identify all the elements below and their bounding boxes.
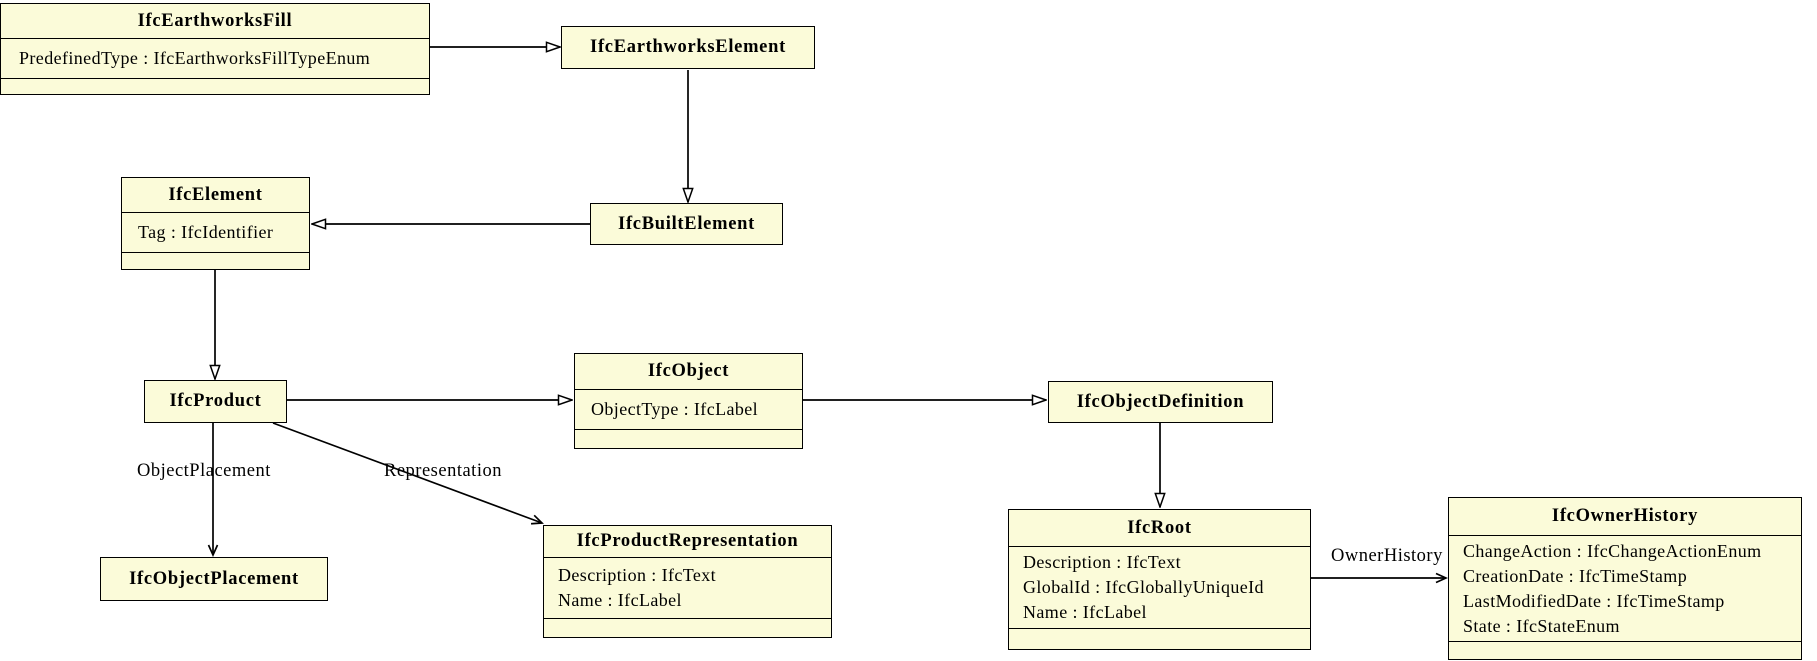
class-ifcearthworkselement: IfcEarthworksElement <box>561 26 815 69</box>
class-title: IfcObjectPlacement <box>129 568 299 589</box>
class-title: IfcRoot <box>1127 517 1192 538</box>
class-ifcproductrepresentation: IfcProductRepresentation Description : I… <box>543 525 832 638</box>
class-title: IfcProductRepresentation <box>576 531 799 551</box>
class-title: IfcElement <box>168 184 263 205</box>
class-attributes: PredefinedType : IfcEarthworksFillTypeEn… <box>1 38 429 78</box>
class-empty-compartment <box>1 78 429 94</box>
class-attributes: Description : IfcText GlobalId : IfcGlob… <box>1009 546 1310 628</box>
class-ifcobjectdefinition: IfcObjectDefinition <box>1048 381 1273 423</box>
edge-label-ownerhistory: OwnerHistory <box>1331 546 1443 566</box>
class-title: IfcEarthworksFill <box>137 10 293 31</box>
attribute: Name : IfcLabel <box>558 590 682 610</box>
class-ifcelement: IfcElement Tag : IfcIdentifier <box>121 177 310 270</box>
class-ifcobject: IfcObject ObjectType : IfcLabel <box>574 353 803 449</box>
class-ifcbuiltelement: IfcBuiltElement <box>590 203 783 245</box>
attribute: ObjectType : IfcLabel <box>591 399 759 419</box>
class-attributes: Description : IfcText Name : IfcLabel <box>544 557 831 618</box>
class-ifcownerhistory: IfcOwnerHistory ChangeAction : IfcChange… <box>1448 497 1802 660</box>
class-ifcobjectplacement: IfcObjectPlacement <box>100 557 328 601</box>
edge-label-representation: Representation <box>384 461 502 481</box>
class-empty-compartment <box>1009 628 1310 649</box>
class-ifcearthworksfill: IfcEarthworksFill PredefinedType : IfcEa… <box>0 3 430 95</box>
class-empty-compartment <box>544 618 831 637</box>
class-title: IfcObjectDefinition <box>1076 391 1245 412</box>
attribute: PredefinedType : IfcEarthworksFillTypeEn… <box>19 48 371 68</box>
attribute: Tag : IfcIdentifier <box>138 222 274 242</box>
class-title: IfcProduct <box>169 391 262 411</box>
class-title: IfcOwnerHistory <box>1551 506 1699 526</box>
attribute: LastModifiedDate : IfcTimeStamp <box>1463 591 1725 611</box>
attribute: GlobalId : IfcGloballyUniqueId <box>1023 577 1264 597</box>
class-empty-compartment <box>122 252 309 269</box>
attribute: Description : IfcText <box>1023 552 1182 572</box>
class-attributes: ChangeAction : IfcChangeActionEnum Creat… <box>1449 535 1801 641</box>
edge-label-objectplacement: ObjectPlacement <box>137 461 271 481</box>
attribute: State : IfcStateEnum <box>1463 616 1620 636</box>
class-ifcproduct: IfcProduct <box>144 380 287 423</box>
class-ifcroot: IfcRoot Description : IfcText GlobalId :… <box>1008 509 1311 650</box>
class-attributes: Tag : IfcIdentifier <box>122 212 309 252</box>
class-empty-compartment <box>1449 641 1801 659</box>
class-empty-compartment <box>575 429 802 448</box>
attribute: ChangeAction : IfcChangeActionEnum <box>1463 541 1762 561</box>
class-title: IfcObject <box>647 361 730 381</box>
attribute: Description : IfcText <box>558 565 717 585</box>
attribute: CreationDate : IfcTimeStamp <box>1463 566 1688 586</box>
attribute: Name : IfcLabel <box>1023 602 1147 622</box>
class-title: IfcBuiltElement <box>618 213 755 234</box>
class-attributes: ObjectType : IfcLabel <box>575 389 802 429</box>
class-title: IfcEarthworksElement <box>590 37 786 57</box>
